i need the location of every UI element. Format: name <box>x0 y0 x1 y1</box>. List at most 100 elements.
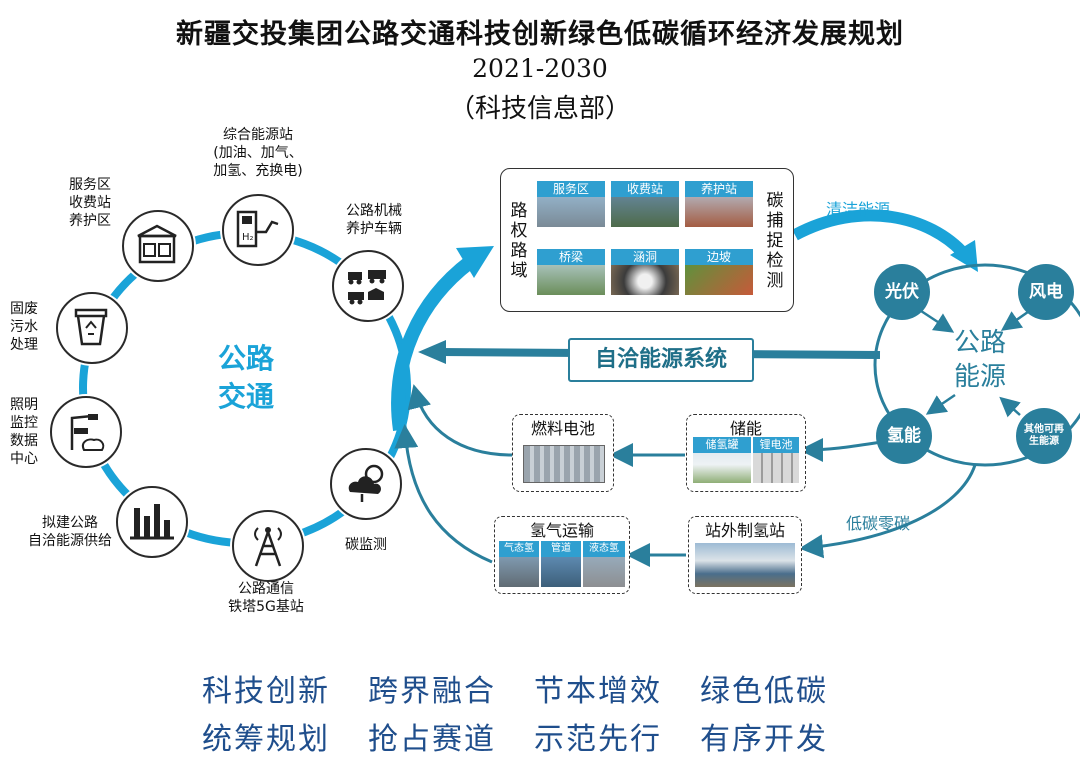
tile-maintenance-station[interactable]: 养护站 <box>685 181 753 227</box>
slogan-2-1: 统筹规划 <box>202 722 330 757</box>
factory-icon <box>130 504 174 540</box>
tile-slope[interactable]: 边坡 <box>685 249 753 295</box>
solar-node[interactable]: 光伏 <box>874 264 930 320</box>
building-icon <box>137 224 177 264</box>
gas-hydrogen-tile: 气态氢 <box>499 541 539 587</box>
fuel-cell-title: 燃料电池 <box>530 419 595 438</box>
telecom-node[interactable] <box>232 510 304 582</box>
waste-label-2: 污水 <box>10 319 38 335</box>
telecom-label-1: 公路通信 <box>238 581 294 597</box>
page-department: （科技信息部） <box>448 94 631 124</box>
machinery-label: 公路机械 养护车辆 <box>336 202 412 238</box>
slogan-row-1: 科技创新 跨界融合 节本增效 绿色低碳 <box>202 666 882 710</box>
energy-ring <box>873 263 1080 467</box>
weather-icon <box>348 464 384 502</box>
lighting-node[interactable] <box>50 396 122 468</box>
machinery-icon <box>348 270 386 305</box>
wind-node[interactable]: 风电 <box>1018 264 1074 320</box>
transport-hub-label: 公路 交通 <box>196 340 296 416</box>
storage-box[interactable]: 储能 储氢罐 锂电池 <box>686 414 806 492</box>
tile-culvert-caption: 涵洞 <box>611 249 679 265</box>
machinery-node[interactable] <box>332 250 404 322</box>
tile-bridge[interactable]: 桥梁 <box>537 249 605 295</box>
road-domain-vertical-label: 路权路域 <box>510 201 528 281</box>
storage-title: 储能 <box>729 419 762 438</box>
self-energy-label-2: 自洽能源供给 <box>28 533 112 549</box>
recycle-bin-icon <box>74 308 108 346</box>
carbon-label: 碳监测 <box>345 537 387 553</box>
telecom-label-2: 铁塔5G基站 <box>228 599 304 615</box>
tile-service-area[interactable]: 服务区 <box>537 181 605 227</box>
hub-line2: 交通 <box>217 380 274 413</box>
fuel-cell-image <box>523 445 605 483</box>
tile-culvert[interactable]: 涵洞 <box>611 249 679 295</box>
service-area-label-1: 服务区 <box>69 177 111 193</box>
hydrogen-transport-title: 氢气运输 <box>529 521 594 540</box>
liquid-hydrogen-caption: 液态氢 <box>583 541 625 557</box>
low-carbon-label: 低碳零碳 <box>846 514 911 533</box>
waste-label: 固废 污水 处理 <box>10 300 50 354</box>
liquid-hydrogen-tile: 液态氢 <box>583 541 625 587</box>
tile-service-area-caption: 服务区 <box>537 181 605 197</box>
lighting-label-1: 照明 <box>10 397 38 413</box>
streetlight-camera-icon <box>70 414 105 451</box>
offsite-station-title: 站外制氢站 <box>704 521 785 540</box>
other-renewable-line1: 其他可再 <box>1024 424 1064 435</box>
energy-hub-line1: 公路 <box>953 328 1006 358</box>
self-energy-label: 拟建公路 自洽能源供给 <box>18 514 122 550</box>
hydrogen-transport-box[interactable]: 氢气运输 气态氢 管道 液态氢 <box>494 516 630 594</box>
service-area-label: 服务区 收费站 养护区 <box>60 176 120 230</box>
lighting-label-3: 数据 <box>10 433 38 449</box>
slogan-block: 科技创新 跨界融合 节本增效 绿色低碳 统筹规划 抢占赛道 示范先行 有序开发 <box>202 666 882 758</box>
slogan-1-3: 节本增效 <box>534 674 662 709</box>
waste-node[interactable] <box>56 292 128 364</box>
lighting-label: 照明 监控 数据 中心 <box>10 396 50 468</box>
tile-toll-station[interactable]: 收费站 <box>611 181 679 227</box>
machinery-label-1: 公路机械 <box>346 203 402 219</box>
slogan-row-2: 统筹规划 抢占赛道 示范先行 有序开发 <box>202 714 882 758</box>
service-area-label-2: 收费站 <box>69 195 111 211</box>
hub-line1: 公路 <box>217 342 274 375</box>
fuel-cell-box[interactable]: 燃料电池 <box>512 414 614 492</box>
energy-hub-label: 公路 能源 <box>935 326 1025 394</box>
energy-station-node[interactable]: H₂ <box>222 194 294 266</box>
offsite-station-box[interactable]: 站外制氢站 <box>688 516 802 594</box>
slogan-2-2: 抢占赛道 <box>368 722 496 757</box>
storage-tank-caption: 储氢罐 <box>693 437 751 453</box>
page-years: 2021-2030 <box>472 54 608 83</box>
pipeline-caption: 管道 <box>541 541 581 557</box>
lighting-label-4: 中心 <box>10 451 38 467</box>
svg-text:H₂: H₂ <box>242 232 254 243</box>
storage-tank-tile: 储氢罐 <box>693 437 751 483</box>
hydrogen-node[interactable]: 氢能 <box>876 408 932 464</box>
offsite-station-image <box>695 543 795 587</box>
ring-to-road-arrowhead <box>456 246 494 278</box>
slogan-1-2: 跨界融合 <box>368 674 496 709</box>
clean-energy-label: 清洁能源 <box>826 200 891 219</box>
self-energy-system-box[interactable]: 自洽能源系统 <box>568 338 754 382</box>
energy-hub-line2: 能源 <box>953 362 1006 392</box>
energy-station-label: 综合能源站 (加油、加气、 加氢、充换电) <box>200 126 316 180</box>
service-area-node[interactable] <box>122 210 194 282</box>
lighting-label-2: 监控 <box>10 415 38 431</box>
slogan-2-4: 有序开发 <box>700 722 828 757</box>
gas-hydrogen-caption: 气态氢 <box>499 541 539 557</box>
tile-bridge-caption: 桥梁 <box>537 249 605 265</box>
carbon-capture-vertical-label: 碳捕捉检测 <box>766 191 784 291</box>
tile-toll-station-caption: 收费站 <box>611 181 679 197</box>
road-domain-box: 路权路域 碳捕捉检测 服务区 收费站 养护站 桥梁 涵洞 边坡 <box>500 168 794 312</box>
self-energy-node[interactable] <box>116 486 188 558</box>
energy-station-label-1: 综合能源站 <box>223 127 293 143</box>
waste-label-3: 处理 <box>10 337 38 353</box>
other-renewable-node[interactable]: 其他可再 生能源 <box>1016 408 1072 464</box>
self-energy-label-1: 拟建公路 <box>42 515 98 531</box>
carbon-node[interactable] <box>330 448 402 520</box>
ring-to-road-arrow <box>391 256 475 431</box>
telecom-label: 公路通信 铁塔5G基站 <box>210 580 322 616</box>
page-title: 新疆交投集团公路交通科技创新绿色低碳循环经济发展规划 <box>176 19 904 50</box>
fuel-pump-icon: H₂ <box>236 210 279 248</box>
slogan-2-3: 示范先行 <box>534 722 662 757</box>
slogan-1-4: 绿色低碳 <box>700 674 828 709</box>
slogan-1-1: 科技创新 <box>202 674 330 709</box>
